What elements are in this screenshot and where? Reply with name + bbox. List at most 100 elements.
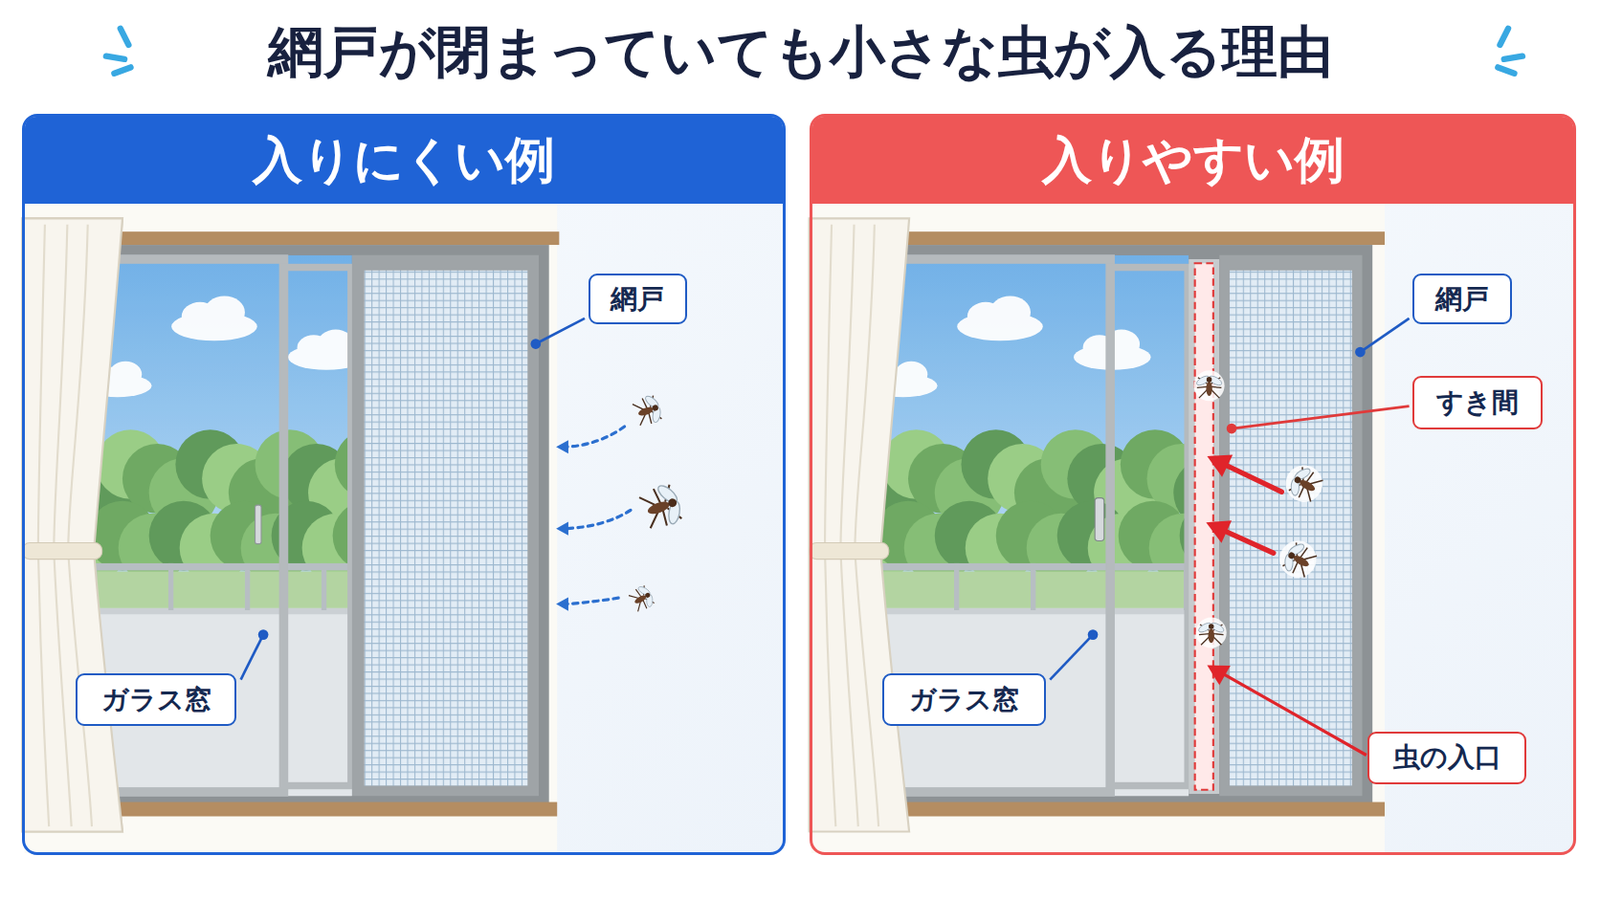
- insect-legs: [631, 394, 663, 427]
- curtain-fold: [854, 224, 879, 827]
- leader-line: [1359, 318, 1409, 353]
- sky: [857, 255, 1190, 797]
- title-sparkle: [106, 28, 132, 74]
- sparkle-stroke: [120, 28, 130, 45]
- panel-heading: 入りにくい例: [252, 127, 556, 195]
- example-panel: 入りにくい例網戸ガラス窓: [22, 113, 786, 855]
- arrow-head: [1205, 520, 1232, 544]
- insect-head: [1206, 377, 1213, 383]
- insect: [1196, 617, 1227, 648]
- entry-arrow: [1222, 463, 1282, 492]
- leader-dot: [1226, 423, 1238, 435]
- leader-dot: [1088, 629, 1099, 641]
- callout-text: 網戸: [1435, 283, 1489, 316]
- insect-body: [1208, 628, 1215, 644]
- approach-arrow: [566, 598, 619, 604]
- title-sparkle: [1497, 28, 1523, 74]
- panel-ground: [809, 113, 1578, 856]
- callout-text: ガラス窓: [101, 684, 212, 717]
- curtain-fold: [38, 224, 49, 827]
- leader-dot: [258, 629, 269, 641]
- screen-sash: [352, 255, 539, 797]
- insect: [637, 479, 689, 534]
- glass-sheen: [857, 255, 1190, 797]
- leader-line: [1049, 635, 1093, 681]
- insect-head: [1208, 623, 1215, 630]
- callout-text: ガラス窓: [909, 684, 1020, 717]
- callout-label: 虫の入口: [1367, 732, 1526, 785]
- arrow-head: [1206, 454, 1233, 477]
- glass-sash: [283, 267, 351, 787]
- leader-line: [535, 318, 585, 345]
- curtain: [22, 218, 123, 832]
- screen-mesh: [1229, 270, 1353, 787]
- callout-label: すき間: [1412, 376, 1542, 429]
- insect-legs: [627, 584, 655, 614]
- entry-leader: [1222, 673, 1366, 756]
- approach-arrow: [566, 510, 631, 529]
- insect-head: [651, 404, 660, 413]
- insect-body: [637, 405, 655, 418]
- insect-head: [644, 592, 651, 600]
- example-panel: 入りやすい例網戸すき間ガラス窓虫の入口: [809, 113, 1578, 855]
- window-frame: [61, 244, 550, 805]
- panel-header: 入りにくい例: [24, 116, 783, 204]
- window-sill: [847, 802, 1385, 818]
- sash-handle: [1094, 498, 1105, 542]
- insect-leg: [638, 483, 683, 532]
- window-scenery: [857, 255, 1190, 797]
- window-frame: [849, 244, 1373, 805]
- insect-leg: [627, 584, 655, 614]
- panel-heading: 入りやすい例: [1042, 127, 1345, 195]
- insect-halo: [1194, 370, 1225, 401]
- insect-leg: [1288, 466, 1325, 504]
- callout-text: 網戸: [610, 283, 665, 316]
- title: 網戸が閉まっていても小さな虫が入る理由: [0, 13, 1600, 90]
- leader-dot: [530, 338, 541, 350]
- insect: [630, 391, 667, 429]
- curtain-cloth: [22, 218, 123, 832]
- leader-line: [1231, 406, 1410, 429]
- curtain-tie: [22, 543, 102, 560]
- entry-arrow: [1221, 529, 1274, 554]
- leader-line: [241, 635, 264, 681]
- panel-header: 入りやすい例: [812, 116, 1575, 204]
- callout-label: ガラス窓: [75, 673, 237, 727]
- curtain: [809, 218, 911, 832]
- screen-sash: [1219, 255, 1362, 797]
- glass-sash: [1110, 267, 1188, 787]
- callout-label: 網戸: [1412, 273, 1512, 325]
- window-sill: [59, 802, 557, 818]
- insect-halo: [1272, 533, 1323, 584]
- panel-ground: [22, 113, 786, 856]
- callout-label: ガラス窓: [882, 673, 1046, 727]
- curtain-tie: [809, 543, 889, 560]
- insect-head: [1287, 551, 1296, 560]
- arrow-head: [1206, 666, 1230, 687]
- sash-latch: [255, 505, 262, 545]
- callout-text: 虫の入口: [1393, 741, 1502, 775]
- insect: [626, 581, 658, 615]
- arrow-head: [555, 440, 569, 454]
- sparkle-stroke: [1504, 56, 1523, 60]
- insect-halo: [1279, 458, 1330, 509]
- sparkle-stroke: [106, 56, 125, 60]
- insect-body: [645, 499, 671, 517]
- curtain-fold: [67, 224, 92, 827]
- approach-arrow: [566, 426, 625, 447]
- insect-legs: [1282, 541, 1319, 579]
- callout-text: すき間: [1436, 386, 1519, 420]
- insect: [1194, 370, 1225, 401]
- insect-leg: [1282, 541, 1319, 579]
- insect-head: [666, 497, 678, 509]
- curtain-fold: [824, 224, 836, 827]
- insect-body: [1205, 381, 1212, 397]
- sparkle-stroke: [1497, 66, 1514, 73]
- insect-head: [1293, 475, 1303, 485]
- arrow-head: [555, 522, 569, 536]
- insect-leg: [631, 394, 663, 427]
- insect: [1272, 533, 1323, 584]
- insect-halo: [1196, 617, 1227, 648]
- callout-label: 網戸: [588, 273, 687, 325]
